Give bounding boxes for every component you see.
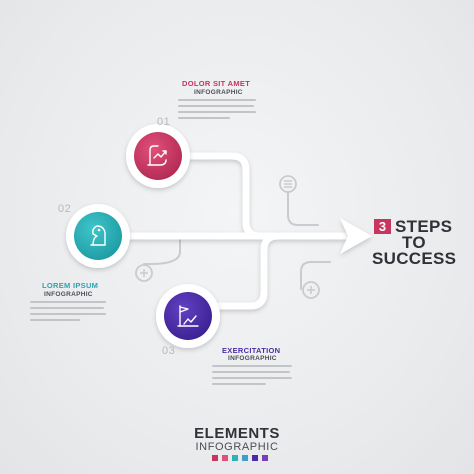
side-connectors — [143, 192, 331, 290]
color-swatch — [222, 455, 228, 461]
step-2-circle — [66, 204, 130, 268]
step-3-title: EXERCITATION — [222, 346, 281, 355]
footer-title: ELEMENTS — [194, 425, 280, 442]
color-swatch — [232, 455, 238, 461]
color-swatch — [242, 455, 248, 461]
heading-line-2: TO — [402, 233, 426, 252]
plus-icon — [302, 281, 320, 299]
step-2-subtitle: INFOGRAPHIC — [44, 291, 93, 298]
color-swatch — [252, 455, 258, 461]
step-2-text-lines — [30, 301, 106, 325]
menu-icon — [279, 175, 297, 193]
chess-knight-icon — [90, 225, 106, 246]
step-1-subtitle: INFOGRAPHIC — [194, 89, 243, 96]
step-2-number: 02 — [58, 203, 72, 215]
step-1-text-lines — [178, 99, 256, 123]
step-1-number: 01 — [157, 116, 171, 128]
step-1-circle — [126, 124, 190, 188]
color-swatches — [212, 455, 268, 461]
footer-subtitle: INFOGRAPHIC — [195, 441, 279, 453]
step-3-text-lines — [212, 365, 292, 389]
flag-chart-icon — [177, 305, 199, 327]
arrow-head — [340, 218, 372, 254]
hand-chart-icon — [147, 145, 167, 166]
step-3-number: 03 — [162, 345, 176, 357]
step-3-circle — [156, 284, 220, 348]
step-1-title: DOLOR SIT AMET — [182, 79, 251, 88]
color-swatch — [212, 455, 218, 461]
heading-number-badge: 3 — [374, 219, 391, 234]
color-swatch — [262, 455, 268, 461]
arrow-connectors — [126, 152, 349, 310]
heading-line-1: STEPS — [395, 217, 453, 236]
step-2-title: LOREM IPSUM — [42, 281, 99, 290]
heading-line-3: SUCCESS — [372, 249, 457, 268]
plus-icon — [135, 264, 153, 282]
step-3-subtitle: INFOGRAPHIC — [228, 355, 277, 362]
